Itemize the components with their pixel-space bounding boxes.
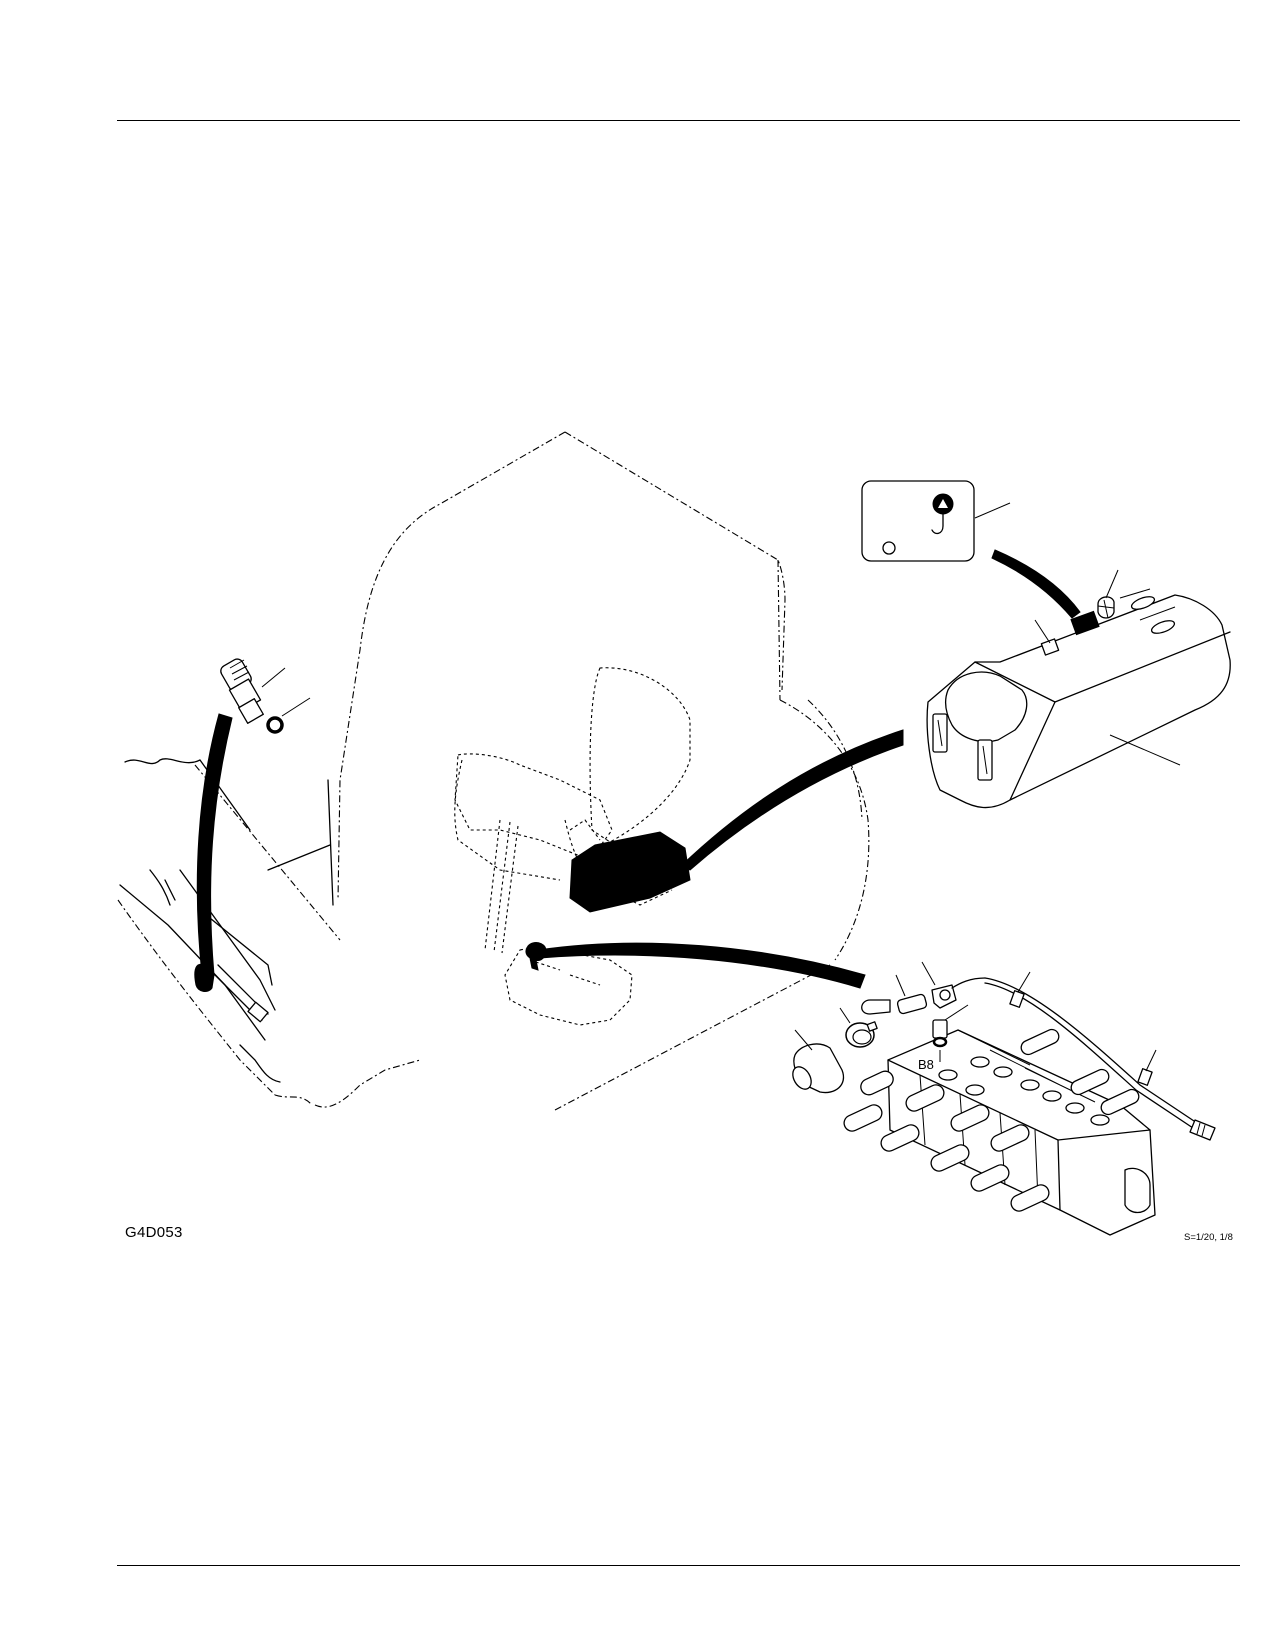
cap-icon <box>792 1029 845 1094</box>
floor-pedal-phantom <box>504 948 633 1026</box>
control-box-icon <box>926 569 1231 809</box>
seat-phantom <box>454 667 691 954</box>
connector-fitting-icon <box>861 974 928 1015</box>
leader-control-box <box>681 729 904 871</box>
left-frame-section <box>117 758 421 1108</box>
hook-up-icon <box>861 480 1011 562</box>
hose-clamp-icon <box>839 1007 878 1048</box>
port-label-b8: B8 <box>918 1057 934 1072</box>
scale-note: S=1/20, 1/8 <box>1184 1232 1233 1243</box>
wire-harness-icon <box>984 971 1216 1141</box>
leader-hook-pictogram <box>991 549 1081 619</box>
elbow-fitting-icon <box>921 961 986 1009</box>
leader-control-valve <box>537 942 866 989</box>
relief-valve-icon <box>220 658 286 724</box>
cab-phantom-outline <box>327 431 870 1111</box>
o-ring-icon <box>266 697 311 734</box>
footer-rule <box>117 1565 1240 1566</box>
control-valve-location-marker <box>525 942 547 971</box>
figure-code: G4D053 <box>125 1224 183 1241</box>
relief-valve-location-marker <box>194 963 215 993</box>
leader-relief-valve <box>196 713 233 976</box>
control-valve-block-icon <box>843 1004 1156 1236</box>
control-box-location-marker <box>569 831 691 913</box>
header-rule <box>117 120 1240 121</box>
